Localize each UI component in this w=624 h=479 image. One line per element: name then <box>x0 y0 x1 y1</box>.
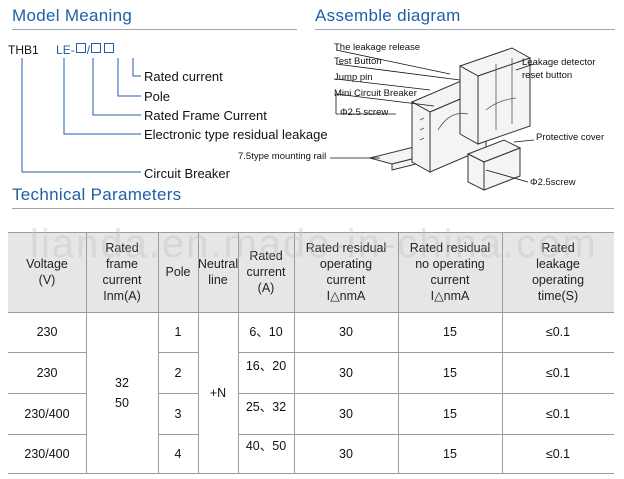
grid-line <box>8 232 614 233</box>
model-prefix: THB1 <box>8 43 39 57</box>
table-row-4-voltage: 230/400 <box>24 447 70 461</box>
model-item-electronic-leakage: Electronic type residual leakage <box>144 127 328 142</box>
grid-line <box>238 232 239 474</box>
table-row-1-operating: 30 <box>339 325 353 339</box>
frame-current-value: 32 50 <box>115 376 129 410</box>
header-operating-time: Rated leakage operating time(S) <box>502 232 614 312</box>
label-screw-right: Φ2.5screw <box>530 177 576 188</box>
table-row-4-operating: 30 <box>339 447 353 461</box>
header-operating-current: Rated residual operating current I△nmA <box>294 232 398 312</box>
grid-line <box>8 393 86 394</box>
table-row-3-operating: 30 <box>339 406 353 421</box>
grid-line <box>158 393 198 394</box>
model-meaning-brackets <box>21 58 141 173</box>
grid-line <box>158 434 198 435</box>
grid-line <box>294 232 295 474</box>
grid-line <box>238 393 614 394</box>
table-row-4-no-operating: 15 <box>443 447 457 461</box>
model-series: LE <box>56 43 71 57</box>
table-row-3-pole: 3 <box>174 406 182 421</box>
model-separator: - <box>70 43 75 57</box>
model-code: THB1 LE-/ <box>8 43 115 57</box>
table-row-3-time: ≤0.1 <box>545 406 571 421</box>
table-row-1-pole: 1 <box>174 325 182 339</box>
label-test-button: Test Button <box>334 56 382 67</box>
table-row-2-no-operating: 15 <box>443 365 457 380</box>
assemble-diagram-title: Assemble diagram <box>315 6 461 25</box>
table-row-2-time: ≤0.1 <box>545 365 571 380</box>
table-row-1-no-operating: 15 <box>443 325 457 339</box>
model-item-rated-current: Rated current <box>144 69 223 84</box>
label-mounting-rail: 7.5type mounting rail <box>238 151 327 162</box>
label-mini-circuit-breaker: Mini Circuit Breaker <box>334 88 417 99</box>
current-box <box>104 43 115 53</box>
header-voltage: Voltage (V) <box>8 232 86 312</box>
grid-line <box>238 434 614 435</box>
table-row-1-voltage: 230 <box>36 325 58 339</box>
model-item-circuit-breaker: Circuit Breaker <box>144 166 230 181</box>
label-jump-pin: Jump pin <box>334 72 373 83</box>
label-leakage-release: The leakage release <box>334 42 421 53</box>
model-item-rated-frame-current: Rated Frame Current <box>144 108 267 123</box>
table-row-3-voltage: 230/400 <box>24 406 70 421</box>
label-protective-cover: Protective cover <box>536 132 605 143</box>
label-detector-reset: Leakage detector reset button <box>522 57 596 81</box>
grid-line <box>198 232 199 474</box>
header-no-operating-current: Rated residual no operating current I△nm… <box>398 232 502 312</box>
header-rated-current: Rated current (A) <box>238 232 294 312</box>
technical-parameters-title: Technical Parameters <box>12 185 182 204</box>
grid-line <box>8 352 86 353</box>
pole-box <box>75 43 86 53</box>
table-row-2-voltage: 230 <box>36 365 58 380</box>
model-meaning-underline <box>12 29 297 30</box>
table-row-4-pole: 4 <box>174 447 182 461</box>
parameters-table: Voltage (V) Rated frame current Inm(A) P… <box>8 232 614 474</box>
assemble-diagram-underline <box>315 29 615 30</box>
grid-line <box>8 434 86 435</box>
neutral-value: +N <box>209 386 227 400</box>
grid-line <box>238 352 614 353</box>
grid-line <box>8 312 614 313</box>
table-row-1-rated-current: 6、10 <box>249 325 283 339</box>
table-row-2-rated-current: 16、20 <box>245 359 287 373</box>
header-neutral: Neutral line <box>198 232 238 312</box>
grid-line <box>502 232 503 474</box>
table-row-1-time: ≤0.1 <box>545 325 571 339</box>
grid-line <box>8 473 614 474</box>
grid-line <box>158 352 198 353</box>
grid-line <box>398 232 399 474</box>
technical-parameters-underline <box>12 208 614 209</box>
frame-box <box>91 43 102 53</box>
table-row-3-rated-current: 25、32 <box>245 400 287 414</box>
table-row-4-rated-current: 40、50 <box>245 439 287 453</box>
header-frame-current: Rated frame current Inm(A) <box>86 232 158 312</box>
grid-line <box>158 232 159 474</box>
grid-line <box>86 232 87 474</box>
model-slash: / <box>86 43 91 57</box>
header-pole: Pole <box>158 232 198 312</box>
table-row-2-pole: 2 <box>174 365 182 380</box>
table-row-2-operating: 30 <box>339 365 353 380</box>
table-row-4-time: ≤0.1 <box>545 447 571 461</box>
label-screw-left: Φ2.5 screw <box>340 107 389 118</box>
model-item-pole: Pole <box>144 89 171 104</box>
table-row-3-no-operating: 15 <box>443 406 457 421</box>
assembly-drawing <box>330 47 535 191</box>
model-meaning-title: Model Meaning <box>12 6 133 25</box>
